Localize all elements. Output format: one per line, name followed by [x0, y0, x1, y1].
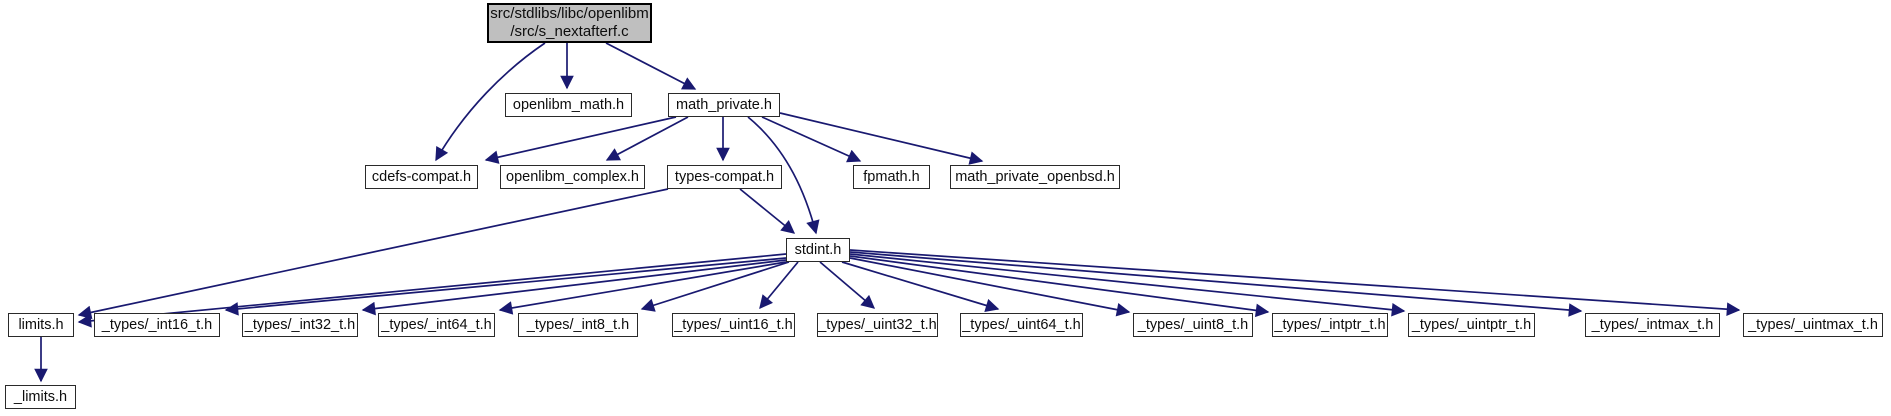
node-types-compat-h[interactable]: types-compat.h: [667, 165, 782, 189]
edge-stdint-to-int8: [640, 261, 790, 312]
node-fpmath-h[interactable]: fpmath.h: [853, 165, 930, 189]
edge-math-private-to-cdefs-compat: [484, 116, 677, 164]
node-limits-h[interactable]: limits.h: [8, 313, 74, 337]
edge-stdint-to-uintmax: [849, 249, 1741, 316]
edge-types-compat-to-stdint: [739, 188, 796, 234]
edge-math-private-to-openlibm-complex: [605, 116, 689, 161]
node-openlibm-math-h[interactable]: openlibm_math.h: [505, 93, 632, 117]
node-types-intptr-t-h[interactable]: _types/_intptr_t.h: [1272, 313, 1388, 337]
edge-stdint-to-int32: [361, 259, 787, 316]
edge-types-compat-to-limits: [77, 188, 669, 320]
edge-stdint-to-uint16: [759, 261, 799, 310]
edge-stdint-to-uintptr: [849, 253, 1406, 317]
node-types-int8-t-h[interactable]: _types/_int8_t.h: [518, 313, 638, 337]
node-underscore-limits-h[interactable]: _limits.h: [5, 385, 76, 409]
node-types-uint32-t-h[interactable]: _types/_uint32_t.h: [817, 313, 938, 337]
node-types-int64-t-h[interactable]: _types/_int64_t.h: [378, 313, 495, 337]
edge-stdint-to-intmax: [849, 251, 1583, 317]
node-math-private-openbsd-h[interactable]: math_private_openbsd.h: [950, 165, 1120, 189]
edge-stdint-to-uint8: [849, 257, 1131, 317]
node-types-int16-t-h[interactable]: _types/_int16_t.h: [94, 313, 220, 337]
edge-math-private-to-stdint: [747, 116, 820, 235]
edge-stdint-to-int16: [224, 257, 787, 316]
edge-stdint-to-intptr: [849, 255, 1270, 318]
node-src-s-nextafterf-c: src/stdlibs/libc/openlibm /src/s_nextaft…: [487, 3, 652, 43]
edge-math-private-to-fpmath: [761, 116, 862, 163]
node-cdefs-compat-h[interactable]: cdefs-compat.h: [365, 165, 478, 189]
node-types-uintptr-t-h[interactable]: _types/_uintptr_t.h: [1408, 313, 1535, 337]
node-types-int32-t-h[interactable]: _types/_int32_t.h: [242, 313, 358, 337]
edge-math-private-to-math-private-openbsd: [779, 112, 984, 165]
edge-stdint-to-uint32: [819, 261, 876, 309]
node-openlibm-complex-h[interactable]: openlibm_complex.h: [500, 165, 645, 189]
node-types-uintmax-t-h[interactable]: _types/_uintmax_t.h: [1743, 313, 1883, 337]
node-types-uint64-t-h[interactable]: _types/_uint64_t.h: [960, 313, 1083, 337]
node-types-uint8-t-h[interactable]: _types/_uint8_t.h: [1133, 313, 1253, 337]
edge-root-to-math-private: [605, 42, 697, 90]
node-types-intmax-t-h[interactable]: _types/_intmax_t.h: [1585, 313, 1720, 337]
edge-stdint-to-limits: [77, 253, 787, 328]
node-types-uint16-t-h[interactable]: _types/_uint16_t.h: [672, 313, 795, 337]
node-math-private-h[interactable]: math_private.h: [668, 93, 780, 117]
node-stdint-h[interactable]: stdint.h: [786, 238, 850, 262]
edge-stdint-to-int64: [498, 261, 787, 315]
edge-root-to-cdefs-compat: [435, 42, 546, 162]
edge-stdint-to-uint64: [841, 261, 1000, 312]
